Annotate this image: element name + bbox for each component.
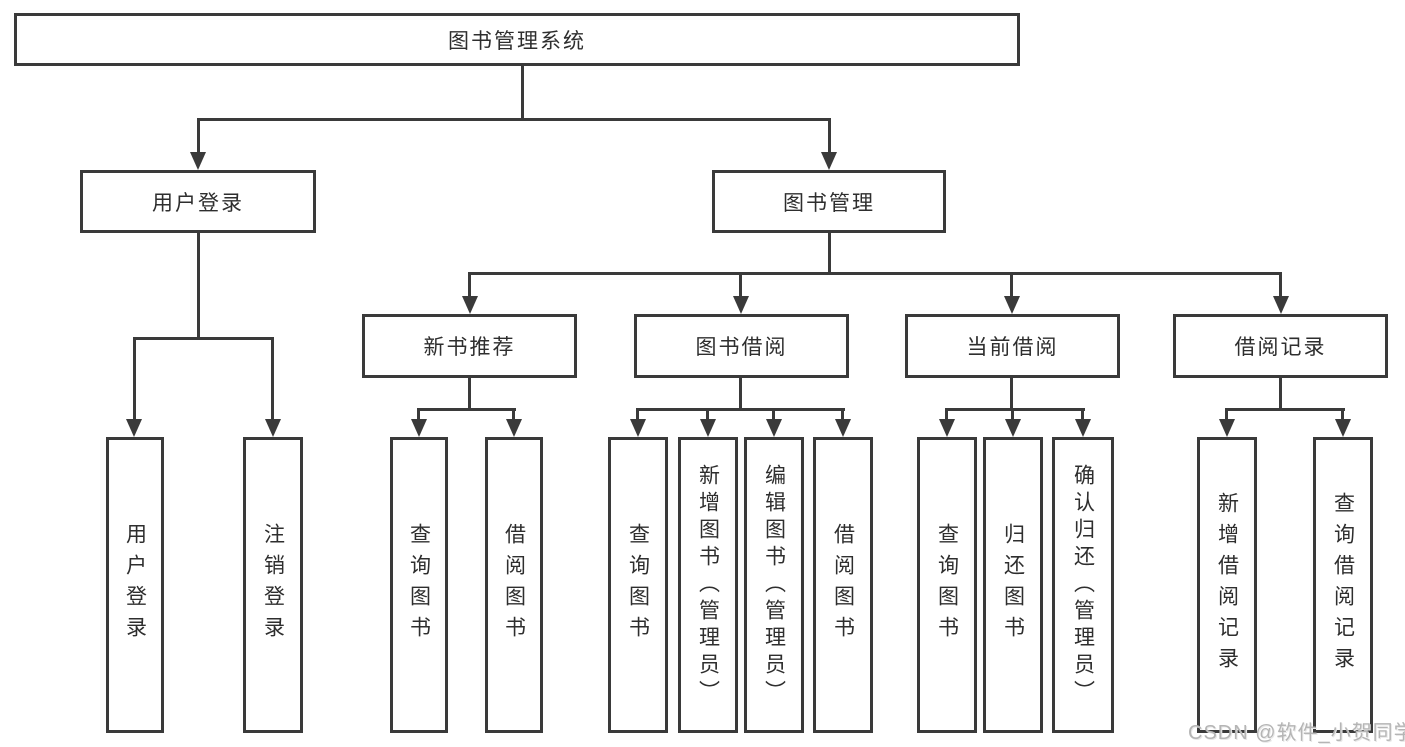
arrowhead-icon [265, 419, 281, 437]
node-root: 图书管理系统 [14, 13, 1020, 66]
connector [636, 408, 639, 424]
arrowhead-icon [1005, 419, 1021, 437]
node-book-borrowing: 图书借阅 [634, 314, 849, 378]
connector [468, 272, 471, 298]
connector [1279, 378, 1282, 411]
connector [1279, 272, 1282, 298]
leaf-current-return-label: 归还图书 [1001, 523, 1025, 647]
node-current-borrowing-label: 当前借阅 [966, 336, 1059, 359]
connector [1010, 378, 1013, 411]
node-user-login: 用户登录 [80, 170, 316, 233]
connector [133, 337, 136, 421]
node-current-borrowing: 当前借阅 [905, 314, 1120, 378]
node-book-management: 图书管理 [712, 170, 946, 233]
connector [197, 233, 200, 337]
leaf-borrow-query-label: 查询图书 [626, 523, 650, 647]
connector [521, 66, 524, 118]
leaf-user-login: 用户登录 [106, 437, 164, 733]
node-book-borrowing-label: 图书借阅 [695, 336, 788, 359]
connector [1341, 408, 1344, 424]
leaf-records-add-label: 新增借阅记录 [1215, 492, 1239, 678]
arrowhead-icon [126, 419, 142, 437]
leaf-current-return: 归还图书 [983, 437, 1043, 733]
arrowhead-icon [190, 152, 206, 170]
leaf-logout-label: 注销登录 [261, 523, 285, 647]
connector [1225, 408, 1345, 411]
leaf-borrow-borrow: 借阅图书 [813, 437, 873, 733]
arrowhead-icon [821, 152, 837, 170]
node-new-book-recommend: 新书推荐 [362, 314, 577, 378]
connector [512, 408, 515, 424]
connector [828, 233, 831, 272]
connector [841, 408, 844, 424]
connector [417, 408, 420, 424]
node-new-book-recommend-label: 新书推荐 [423, 336, 516, 359]
arrowhead-icon [700, 419, 716, 437]
connector [739, 272, 742, 298]
leaf-current-query-label: 查询图书 [935, 523, 959, 647]
leaf-current-confirm-admin-label: 确认归还（管理员） [1071, 463, 1095, 707]
node-book-management-label: 图书管理 [783, 191, 875, 215]
leaf-borrow-edit-admin-label: 编辑图书（管理员） [762, 463, 786, 707]
leaf-borrow-edit-admin: 编辑图书（管理员） [744, 437, 804, 733]
leaf-logout: 注销登录 [243, 437, 303, 733]
arrowhead-icon [1075, 419, 1091, 437]
connector [772, 408, 775, 424]
connector [636, 408, 845, 411]
leaf-newbook-borrow-label: 借阅图书 [502, 523, 526, 647]
connector [1011, 408, 1014, 424]
arrowhead-icon [630, 419, 646, 437]
leaf-newbook-query-label: 查询图书 [407, 523, 431, 647]
leaf-newbook-borrow: 借阅图书 [485, 437, 543, 733]
connector [1081, 408, 1084, 424]
connector [706, 408, 709, 424]
leaf-newbook-query: 查询图书 [390, 437, 448, 733]
leaf-borrow-add-admin-label: 新增图书（管理员） [696, 463, 720, 707]
leaf-records-add: 新增借阅记录 [1197, 437, 1257, 733]
connector [1225, 408, 1228, 424]
leaf-current-confirm-admin: 确认归还（管理员） [1052, 437, 1114, 733]
arrowhead-icon [835, 419, 851, 437]
connector [417, 408, 516, 411]
arrowhead-icon [1219, 419, 1235, 437]
connector [945, 408, 1085, 411]
node-user-login-label: 用户登录 [152, 191, 244, 215]
node-root-label: 图书管理系统 [448, 29, 586, 53]
connector [945, 408, 948, 424]
connector [828, 118, 831, 156]
arrowhead-icon [766, 419, 782, 437]
leaf-current-query: 查询图书 [917, 437, 977, 733]
arrowhead-icon [506, 419, 522, 437]
leaf-borrow-borrow-label: 借阅图书 [831, 523, 855, 647]
connector [739, 378, 742, 411]
connector [197, 118, 831, 121]
arrowhead-icon [1004, 296, 1020, 314]
leaf-borrow-query: 查询图书 [608, 437, 668, 733]
node-borrowing-records-label: 借阅记录 [1234, 336, 1327, 359]
node-borrowing-records: 借阅记录 [1173, 314, 1388, 378]
connector [468, 272, 1282, 275]
csdn-watermark: CSDN @软件_小贺同学 [1188, 722, 1405, 744]
leaf-records-query: 查询借阅记录 [1313, 437, 1373, 733]
connector [1010, 272, 1013, 298]
connector [271, 337, 274, 421]
arrowhead-icon [411, 419, 427, 437]
arrowhead-icon [1335, 419, 1351, 437]
leaf-records-query-label: 查询借阅记录 [1331, 492, 1355, 678]
connector [197, 118, 200, 156]
arrowhead-icon [462, 296, 478, 314]
connector [468, 378, 471, 411]
arrowhead-icon [1273, 296, 1289, 314]
leaf-user-login-label: 用户登录 [123, 523, 147, 647]
arrowhead-icon [939, 419, 955, 437]
leaf-borrow-add-admin: 新增图书（管理员） [678, 437, 738, 733]
arrowhead-icon [733, 296, 749, 314]
connector [133, 337, 274, 340]
